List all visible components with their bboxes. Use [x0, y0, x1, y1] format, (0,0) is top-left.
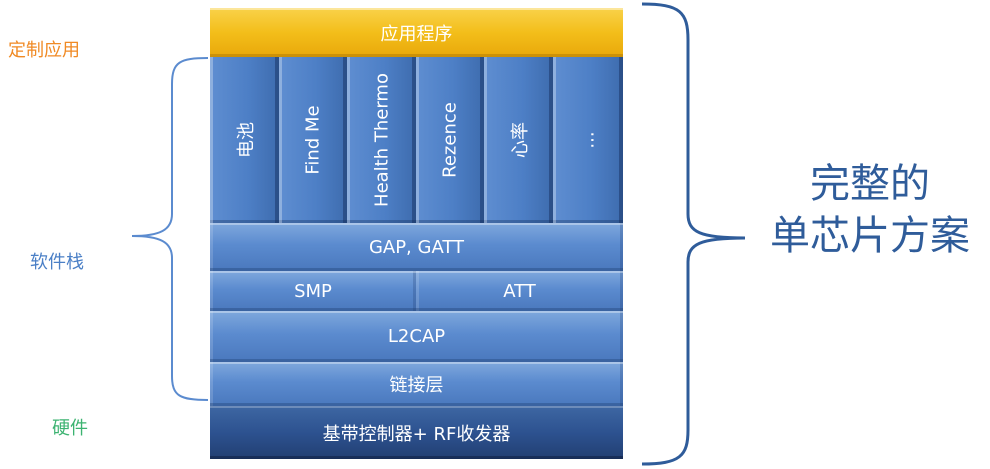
hardware-label: 硬件 — [52, 418, 88, 439]
profile-label: 心率 — [509, 122, 531, 158]
l2cap-layer: L2CAP — [210, 311, 623, 362]
solution-line-2: 单芯片方案 — [770, 213, 970, 259]
protocol-stack: 应用程序 电池 Find Me Health Thermo Rezence 心率… — [210, 8, 623, 459]
link-layer: 链接层 — [210, 362, 623, 406]
profile-more: ... — [553, 57, 623, 223]
att-layer: ATT — [416, 271, 623, 311]
left-brace — [131, 57, 209, 401]
profile-rezence: Rezence — [416, 57, 484, 223]
smp-layer: SMP — [210, 271, 416, 311]
application-layer: 应用程序 — [210, 8, 623, 57]
profile-label: Find Me — [302, 105, 324, 175]
solution-line-1: 完整的 — [810, 161, 930, 207]
profile-label: Rezence — [439, 102, 461, 178]
profile-heart-rate: 心率 — [484, 57, 553, 223]
profile-label: Health Thermo — [371, 73, 392, 207]
profile-health-thermo: Health Thermo — [347, 57, 416, 223]
profile-label: 电池 — [235, 122, 257, 158]
right-brace — [641, 2, 746, 466]
profile-label: ... — [577, 131, 599, 149]
profile-find-me: Find Me — [279, 57, 347, 223]
profile-battery: 电池 — [210, 57, 279, 223]
software-stack-label: 软件栈 — [30, 252, 84, 273]
custom-app-label: 定制应用 — [8, 40, 80, 61]
gap-gatt-layer: GAP, GATT — [210, 223, 623, 271]
baseband-rf-layer: 基带控制器+ RF收发器 — [210, 406, 623, 459]
